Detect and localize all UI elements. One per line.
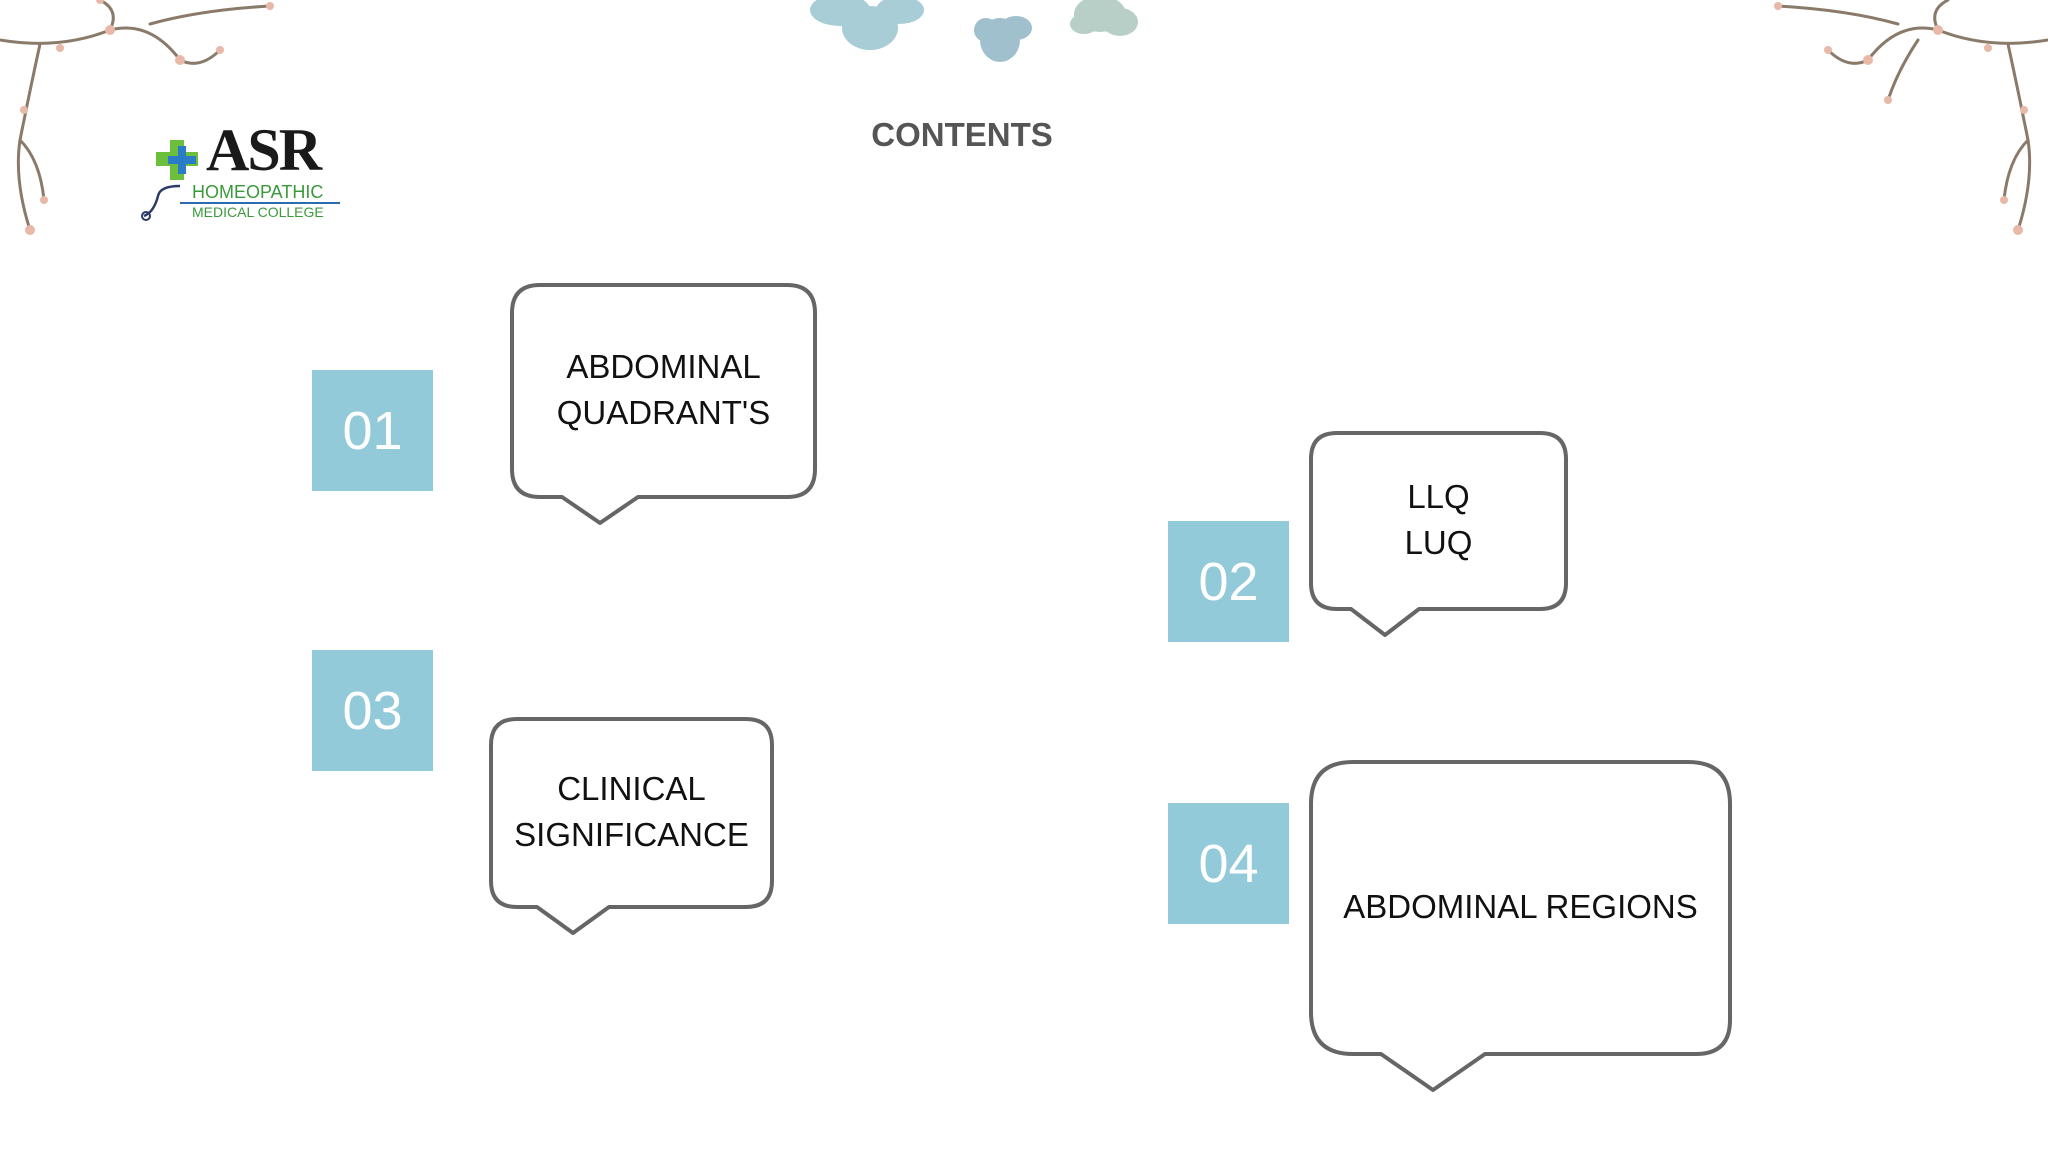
speech-bubble-shape-02 [1309,431,1568,637]
speech-bubble-04: ABDOMINAL REGIONS [1309,760,1732,1092]
bubble-line: LUQ [1404,524,1473,561]
slide-title: CONTENTS [871,116,1053,153]
bubble-line: ABDOMINAL REGIONS [1343,888,1698,925]
bubble-line: SIGNIFICANCE [514,816,749,853]
logo-name: ASR [206,117,322,183]
branch-decoration-right [1774,0,2048,235]
speech-bubble-shape-01 [510,283,817,525]
bubble-text-01: ABDOMINAL QUADRANT'S [510,283,817,497]
speech-bubble-03: CLINICAL SIGNIFICANCE [489,717,774,935]
bubble-text-03: CLINICAL SIGNIFICANCE [489,717,774,907]
item-number-03: 03 [312,650,433,771]
stethoscope-icon [141,184,181,221]
bubble-text-02: LLQ LUQ [1309,431,1568,609]
item-number-01: 01 [312,370,433,491]
bubble-line: CLINICAL [557,770,706,807]
college-logo: ASR HOMEOPATHIC MEDICAL COLLEGE [140,120,340,230]
item-number-02: 02 [1168,521,1289,642]
logo-subtitle-college: MEDICAL COLLEGE [192,204,324,220]
bubble-text-04: ABDOMINAL REGIONS [1309,760,1732,1054]
logo-subtitle-homeopathic: HOMEOPATHIC [192,182,324,202]
branch-decoration-left [0,0,274,235]
speech-bubble-01: ABDOMINAL QUADRANT'S [510,283,817,525]
item-number-04: 04 [1168,803,1289,924]
succulent-flowers [810,0,1138,62]
bubble-line: ABDOMINAL [566,348,761,385]
speech-bubble-shape-04 [1309,760,1732,1092]
bubble-line: LLQ [1407,478,1470,515]
bubble-line: QUADRANT'S [556,394,771,431]
speech-bubble-02: LLQ LUQ [1309,431,1568,637]
logo-underline [180,202,340,204]
speech-bubble-shape-03 [489,717,774,935]
medical-cross-icon [156,140,198,180]
